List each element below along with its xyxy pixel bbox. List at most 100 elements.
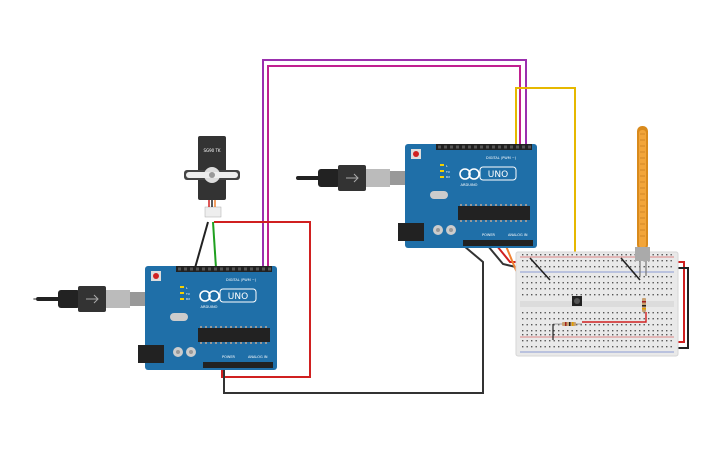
breadboard-hole: [666, 260, 668, 262]
breadboard-hole: [594, 324, 596, 326]
breadboard-hole: [598, 294, 600, 296]
breadboard-hole: [531, 318, 533, 320]
breadboard-hole: [621, 294, 623, 296]
breadboard-hole: [535, 266, 537, 268]
breadboard-hole: [652, 312, 654, 314]
breadboard-hole: [616, 294, 618, 296]
breadboard-hole: [616, 288, 618, 290]
breadboard-hole: [634, 266, 636, 268]
breadboard-hole: [666, 288, 668, 290]
breadboard-hole: [576, 318, 578, 320]
resistor-icon[interactable]: [553, 322, 582, 326]
wire-purple-outer[interactable]: [262, 59, 527, 268]
breadboard-hole: [616, 260, 618, 262]
analog-label-left: ANALOG IN: [248, 355, 268, 359]
breadboard-hole: [580, 266, 582, 268]
breadboard-hole: [657, 254, 659, 256]
wire-yellow[interactable]: [515, 87, 576, 296]
wire-black-ground[interactable]: [223, 245, 484, 394]
breadboard-hole: [612, 266, 614, 268]
breadboard-icon[interactable]: [515, 251, 679, 357]
breadboard-hole: [576, 294, 578, 296]
wire-bb-black-1[interactable]: [529, 257, 551, 281]
arduino-board-right[interactable]: DIGITAL (PWM ~) UNO ARDUINO TX RX L POWE…: [398, 144, 537, 248]
breadboard-hole: [666, 312, 668, 314]
breadboard-hole: [652, 334, 654, 336]
breadboard-hole: [598, 266, 600, 268]
breadboard-hole: [657, 260, 659, 262]
breadboard-hole: [634, 312, 636, 314]
breadboard-hole: [634, 288, 636, 290]
breadboard-hole: [544, 346, 546, 348]
breadboard-hole: [643, 276, 645, 278]
breadboard-hole: [607, 340, 609, 342]
breadboard-hole: [585, 288, 587, 290]
servo-motor-icon[interactable]: SG90 TK: [184, 136, 240, 218]
breadboard-hole: [625, 282, 627, 284]
breadboard-hole: [589, 334, 591, 336]
digital-label-right: DIGITAL (PWM ~): [486, 156, 517, 160]
wire-red-servo[interactable]: [214, 221, 311, 378]
breadboard-hole: [531, 324, 533, 326]
breadboard-hole: [621, 324, 623, 326]
breadboard-hole: [589, 324, 591, 326]
wire-black-rail-right[interactable]: [672, 267, 689, 349]
breadboard-hole: [648, 324, 650, 326]
breadboard-hole: [580, 346, 582, 348]
breadboard-hole: [666, 254, 668, 256]
breadboard-hole: [576, 340, 578, 342]
breadboard-hole: [576, 276, 578, 278]
breadboard-hole: [589, 330, 591, 332]
breadboard-hole: [580, 276, 582, 278]
breadboard-hole: [544, 340, 546, 342]
wire-bb-black-2[interactable]: [620, 257, 641, 281]
breadboard-hole: [580, 260, 582, 262]
wire-black-servo[interactable]: [194, 221, 209, 269]
breadboard-hole: [603, 346, 605, 348]
breadboard-hole: [585, 276, 587, 278]
arduino-brand-left: ARDUINO: [201, 305, 218, 309]
breadboard-hole: [661, 294, 663, 296]
breadboard-hole: [522, 254, 524, 256]
breadboard-hole: [535, 282, 537, 284]
breadboard-hole: [540, 288, 542, 290]
breadboard-hole: [571, 330, 573, 332]
breadboard-hole: [549, 260, 551, 262]
resistor-icon-2[interactable]: [642, 298, 646, 312]
breadboard-hole: [558, 254, 560, 256]
breadboard-hole: [603, 276, 605, 278]
breadboard-hole: [531, 254, 533, 256]
breadboard-hole: [630, 260, 632, 262]
breadboard-hole: [657, 334, 659, 336]
arduino-board-left[interactable]: DIGITAL (PWM ~) UNO ARDUINO TX RX L POWE…: [138, 266, 277, 370]
wire-black-gnd-right[interactable]: [487, 245, 521, 269]
breadboard-hole: [625, 288, 627, 290]
breadboard-hole: [598, 276, 600, 278]
breadboard-hole: [535, 294, 537, 296]
wire-bb-red-1[interactable]: [582, 312, 647, 323]
breadboard-hole: [522, 260, 524, 262]
breadboard-hole: [657, 330, 659, 332]
wire-green-servo[interactable]: [212, 221, 217, 269]
breadboard-hole: [553, 254, 555, 256]
breadboard-hole: [652, 254, 654, 256]
breadboard-hole: [612, 276, 614, 278]
wire-magenta-inner[interactable]: [267, 65, 521, 268]
breadboard-hole: [603, 288, 605, 290]
breadboard-hole: [544, 324, 546, 326]
breadboard-hole: [544, 294, 546, 296]
breadboard-hole: [634, 330, 636, 332]
flex-sensor-icon[interactable]: [635, 126, 650, 276]
breadboard-hole: [639, 324, 641, 326]
breadboard-hole: [567, 318, 569, 320]
breadboard-hole: [652, 260, 654, 262]
breadboard-hole: [639, 282, 641, 284]
breadboard-hole: [526, 288, 528, 290]
breadboard-hole: [553, 330, 555, 332]
pushbutton-icon[interactable]: [572, 296, 582, 306]
breadboard-hole: [643, 334, 645, 336]
breadboard-hole: [652, 288, 654, 290]
breadboard-hole: [612, 334, 614, 336]
breadboard-hole: [589, 294, 591, 296]
breadboard-hole: [643, 288, 645, 290]
